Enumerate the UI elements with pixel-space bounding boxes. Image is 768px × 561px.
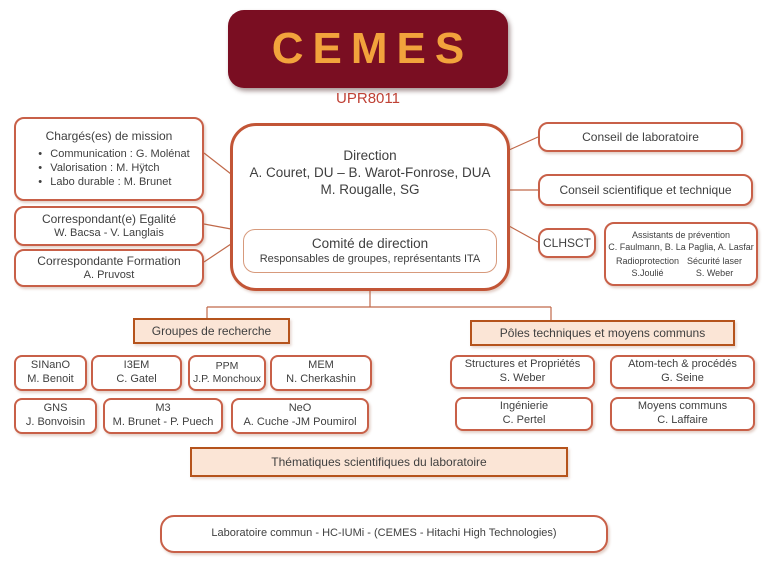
thematiques-label: Thématiques scientifiques du laboratoire (271, 455, 487, 469)
egalite-box: Correspondant(e) Egalité W. Bacsa - V. L… (14, 206, 204, 246)
groups-header-label: Groupes de recherche (151, 324, 272, 338)
pole-leader: C. Laffaire (657, 414, 708, 426)
labo-commun-label: Laboratoire commun - HC-IUMi - (CEMES - … (211, 527, 557, 540)
clhsct-label: CLHSCT (542, 235, 591, 250)
conseil-laboratoire-box: Conseil de laboratoire (538, 122, 743, 152)
missions-list: Communication : G. Molénat Valorisation … (28, 147, 189, 190)
poles-header: Pôles techniques et moyens communs (470, 320, 735, 346)
pole-name: Moyens communs (637, 400, 728, 413)
pole-box-ingenierie: Ingénierie C. Pertel (455, 397, 593, 431)
direction-line2: M. Rougalle, SG (320, 181, 420, 197)
upr-code: UPR8011 (336, 90, 400, 107)
cemes-logo-box: CEMES (228, 10, 508, 88)
group-leader: J.P. Monchoux (192, 373, 262, 385)
mission-item: Labo durable : M. Brunet (38, 175, 189, 190)
mission-item: Valorisation : M. Hÿtch (38, 161, 189, 176)
pole-name: Structures et Propriétés (464, 358, 581, 371)
direction-title: Direction (343, 148, 397, 163)
conseil-scientifique-label: Conseil scientifique et technique (559, 182, 732, 197)
group-leader: J. Bonvoisin (25, 416, 86, 428)
pole-leader: G. Seine (661, 372, 704, 384)
radioprotection-title: Radioprotection (615, 255, 679, 266)
group-leader: M. Benoit (27, 373, 74, 385)
conseil-laboratoire-label: Conseil de laboratoire (582, 129, 699, 144)
conseil-scientifique-box: Conseil scientifique et technique (538, 174, 753, 206)
prevention-names: C. Faulmann, B. La Paglia, A. Lasfar (608, 242, 754, 253)
poles-header-label: Pôles techniques et moyens communs (499, 326, 706, 340)
comite-box: Comité de direction Responsables de grou… (243, 229, 497, 273)
thematiques-band: Thématiques scientifiques du laboratoire (190, 447, 568, 477)
comite-subtitle: Responsables de groupes, représentants I… (259, 252, 481, 265)
pole-box-moyens: Moyens communs C. Laffaire (610, 397, 755, 431)
group-name: M3 (155, 402, 171, 415)
securite-laser-name: S. Weber (695, 267, 734, 278)
pole-box-structures: Structures et Propriétés S. Weber (450, 355, 595, 389)
group-name: PPM (215, 359, 239, 372)
prevention-box: Assistants de prévention C. Faulmann, B.… (604, 222, 758, 286)
labo-commun-box: Laboratoire commun - HC-IUMi - (CEMES - … (160, 515, 608, 553)
prevention-columns: Radioprotection Sécurité laser S.Joulié … (616, 255, 746, 279)
group-leader: A. Cuche -JM Poumirol (243, 416, 357, 428)
missions-box: Chargés(es) de mission Communication : G… (14, 117, 204, 201)
prevention-title: Assistants de prévention (631, 230, 731, 241)
cemes-logo-text: CEMES (271, 24, 474, 73)
direction-line1: A. Couret, DU – B. Warot-Fonrose, DUA (249, 164, 491, 180)
egalite-title: Correspondant(e) Egalité (41, 211, 177, 226)
group-box-sinano: SINanO M. Benoit (14, 355, 87, 391)
formation-box: Correspondante Formation A. Pruvost (14, 249, 204, 287)
egalite-names: W. Bacsa - V. Langlais (54, 226, 164, 239)
group-name: I3EM (123, 359, 150, 372)
pole-box-atomtech: Atom-tech & procédés G. Seine (610, 355, 755, 389)
formation-names: A. Pruvost (83, 268, 135, 281)
formation-title: Correspondante Formation (37, 253, 181, 268)
group-name: SINanO (30, 359, 71, 372)
comite-title: Comité de direction (311, 235, 429, 251)
group-name: GNS (43, 402, 68, 415)
group-box-gns: GNS J. Bonvoisin (14, 398, 97, 434)
group-box-m3: M3 M. Brunet - P. Puech (103, 398, 223, 434)
group-box-mem: MEM N. Cherkashin (270, 355, 372, 391)
pole-name: Ingénierie (499, 400, 549, 413)
group-box-ppm: PPM J.P. Monchoux (188, 355, 266, 391)
clhsct-box: CLHSCT (538, 228, 596, 258)
group-box-neo: NeO A. Cuche -JM Poumirol (231, 398, 369, 434)
pole-leader: C. Pertel (502, 414, 546, 426)
mission-item: Communication : G. Molénat (38, 147, 189, 162)
group-name: NeO (288, 402, 312, 415)
missions-title: Chargés(es) de mission (45, 128, 173, 143)
group-leader: C. Gatel (116, 373, 157, 385)
group-name: MEM (308, 359, 334, 372)
group-box-i3em: I3EM C. Gatel (91, 355, 182, 391)
radioprotection-name: S.Joulié (631, 267, 664, 278)
group-leader: M. Brunet - P. Puech (112, 416, 214, 428)
groups-header: Groupes de recherche (133, 318, 290, 344)
securite-laser-title: Sécurité laser (687, 255, 743, 266)
pole-leader: S. Weber (499, 372, 546, 384)
pole-name: Atom-tech & procédés (628, 358, 737, 371)
group-leader: N. Cherkashin (286, 373, 356, 385)
